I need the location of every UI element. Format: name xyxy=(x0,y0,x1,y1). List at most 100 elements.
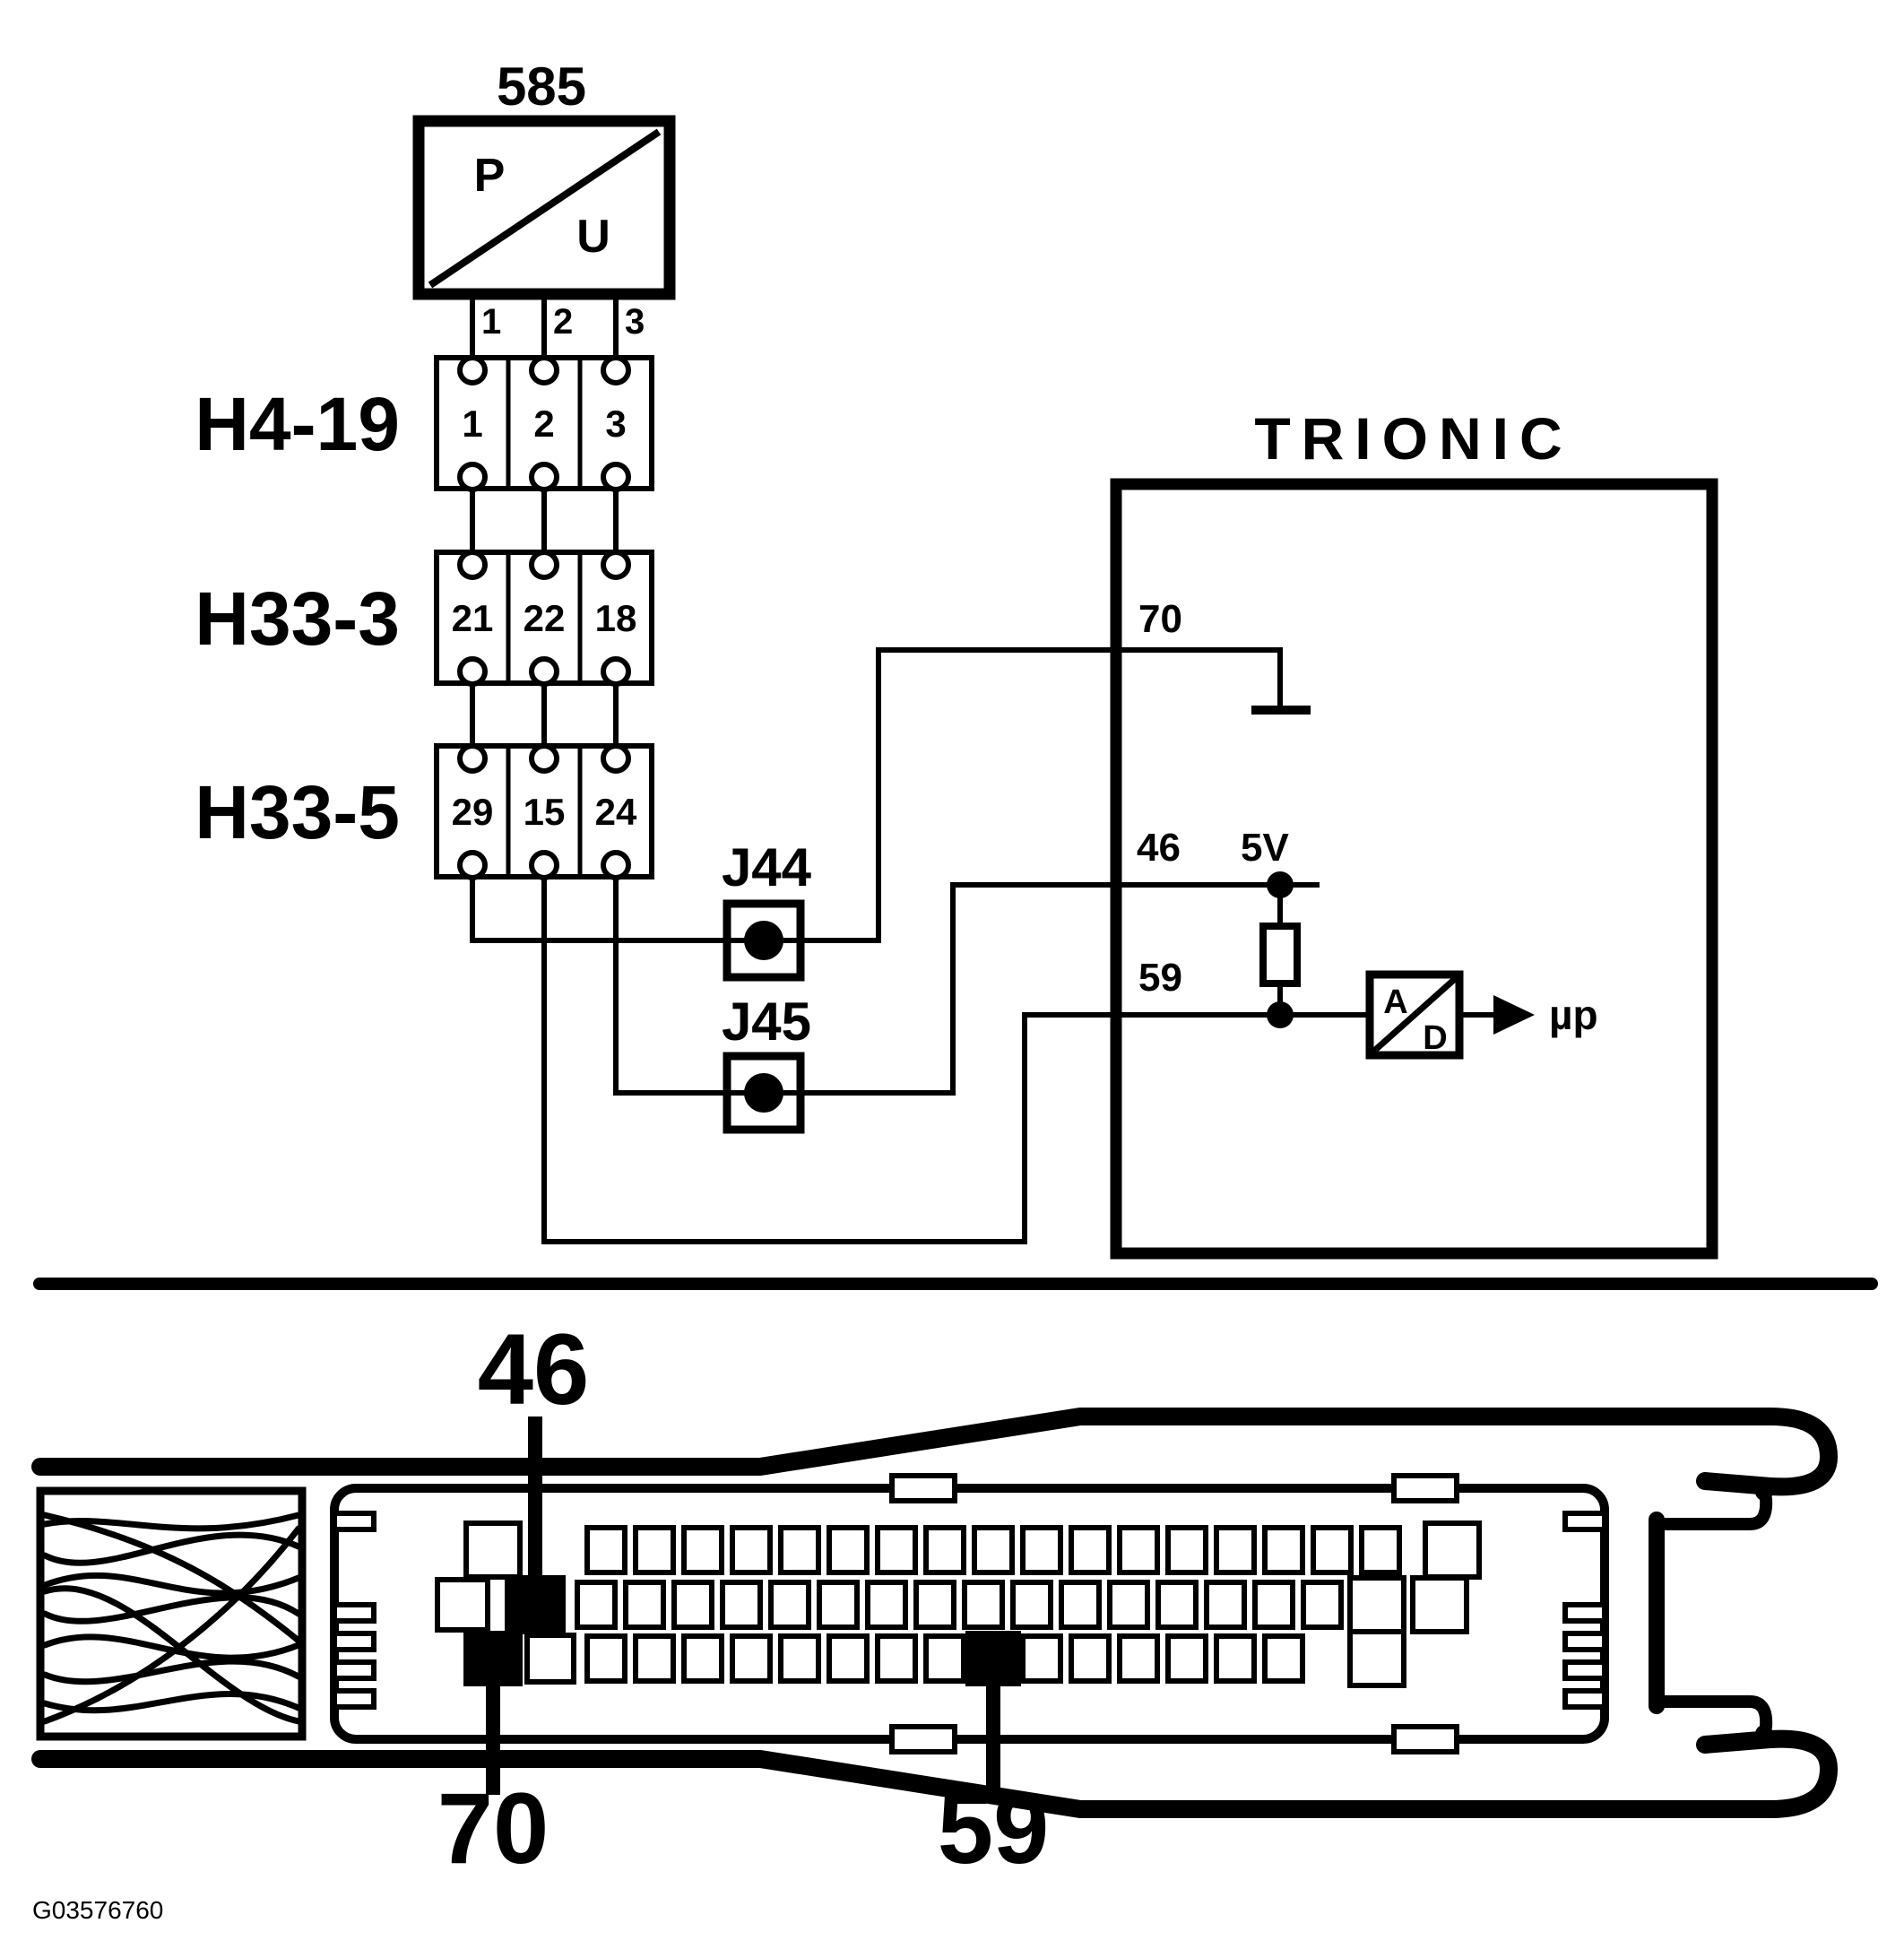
terminal-circle xyxy=(457,850,488,880)
housing-end-bracket xyxy=(1649,1483,1773,1743)
connector-pin-cavity xyxy=(1252,1580,1295,1630)
terminal-circle xyxy=(457,656,488,687)
connector-pin-cavity xyxy=(1423,1520,1482,1580)
sensor-stub-label-1: 1 xyxy=(481,302,501,342)
pressure-sensor-585: 585 P U 1 2 3 xyxy=(412,56,676,370)
junction-dot-icon xyxy=(1267,871,1294,898)
connector-pin-cavity xyxy=(463,1520,523,1580)
harness-strand xyxy=(41,1594,302,1624)
lock-tooth xyxy=(332,1688,376,1710)
connector-h4-19: H4-19 1 2 3 xyxy=(195,355,654,492)
sensor-diagonal xyxy=(428,128,662,289)
terminal-circle xyxy=(601,656,631,687)
route-signal-59 xyxy=(541,865,1116,1244)
adc-diagonal xyxy=(1371,975,1458,1054)
terminal-70-highlight xyxy=(463,1631,523,1686)
connector-pin-cavity xyxy=(623,1580,666,1630)
connector-pin-cavity xyxy=(778,1525,821,1575)
connector-pin-cavity xyxy=(1165,1633,1208,1684)
sensor-pressure-symbol: P xyxy=(474,150,506,202)
bracket-rivet-icon xyxy=(1755,1725,1773,1743)
connector-pin-cavity xyxy=(575,1580,618,1630)
pin-number: 1 xyxy=(462,403,482,445)
route-supply-46 xyxy=(613,865,1116,1096)
callout-46-label: 46 xyxy=(478,1313,590,1425)
harness-strand xyxy=(41,1658,302,1685)
lock-tooth xyxy=(332,1659,376,1681)
connector-pin-cavity xyxy=(681,1633,724,1684)
bracket-rivet-icon xyxy=(1755,1483,1773,1501)
sensor-stub-label-2: 2 xyxy=(553,302,573,342)
connector-pin-cavity xyxy=(1107,1580,1150,1630)
terminal-circle xyxy=(529,550,559,580)
lock-tooth xyxy=(1562,1602,1607,1624)
connector-pin-cavity xyxy=(720,1580,763,1630)
lock-tooth xyxy=(332,1631,376,1652)
terminal-circle xyxy=(601,743,631,774)
junction-j44-box xyxy=(723,899,805,982)
connector-pin-cavity xyxy=(1262,1633,1305,1684)
pin-number: 15 xyxy=(524,791,566,833)
sensor-stub-label-3: 3 xyxy=(625,302,645,342)
shell-outline-bottom xyxy=(31,1729,1838,1818)
connector-pin-cavity xyxy=(671,1580,714,1630)
terminal-circle xyxy=(457,355,488,386)
alignment-tab xyxy=(1391,1473,1459,1503)
lock-tooth xyxy=(1562,1631,1607,1652)
connector-pin-cavity xyxy=(681,1525,724,1575)
junction-j45: J45 xyxy=(722,992,811,1134)
ecu-pin-70-label: 70 xyxy=(1138,597,1182,641)
bracket-arm-bottom xyxy=(1650,1695,1773,1733)
connector-pin-cavity xyxy=(778,1633,821,1684)
pin-grid-row-1 xyxy=(463,1520,1482,1580)
connector-pin-cavity xyxy=(1020,1525,1063,1575)
connector-pin-cavity xyxy=(1204,1580,1247,1630)
harness-strand xyxy=(41,1512,302,1644)
lock-tooth xyxy=(1562,1511,1607,1532)
pin-number: 21 xyxy=(452,597,494,639)
connector-pin-cavity xyxy=(730,1525,773,1575)
lock-teeth-left xyxy=(332,1511,376,1710)
connector-pin-cavity xyxy=(827,1633,870,1684)
connector-pin-cavity xyxy=(972,1525,1015,1575)
connector-pin-cavity xyxy=(1020,1633,1063,1684)
connector-pin-cavity xyxy=(1117,1633,1160,1684)
shell-outline-top xyxy=(31,1408,1838,1496)
connector-pin-cavity xyxy=(1359,1525,1402,1575)
sensor-voltage-symbol: U xyxy=(576,211,610,263)
connector-h4-19-label: H4-19 xyxy=(195,382,400,466)
ecu-trionic: TRIONIC 70 46 5V 59 A D µp xyxy=(1110,405,1718,1260)
pin-number: 18 xyxy=(595,597,637,639)
pin-number: 24 xyxy=(595,791,637,833)
pin-number: 29 xyxy=(452,791,494,833)
sensor-id-label: 585 xyxy=(497,56,586,117)
ecu-pin-46-label: 46 xyxy=(1137,826,1181,870)
terminal-circle xyxy=(457,462,488,492)
connector-pin-cavity xyxy=(1347,1575,1406,1634)
microprocessor-label: µp xyxy=(1549,992,1598,1038)
wire-harness xyxy=(36,1486,307,1741)
lock-tooth xyxy=(332,1602,376,1624)
lock-tooth xyxy=(1562,1688,1607,1710)
connector-pin-cavity xyxy=(1117,1525,1160,1575)
connector-pin-cavity xyxy=(1155,1580,1199,1630)
connector-pin-cavity xyxy=(1311,1525,1354,1575)
junction-j45-label: J45 xyxy=(722,992,811,1052)
junction-dot-icon xyxy=(744,1073,783,1113)
pin-grid-row-3 xyxy=(524,1629,1406,1688)
alignment-tab xyxy=(1391,1724,1459,1754)
terminal-circle xyxy=(457,550,488,580)
harness-routes xyxy=(470,647,1116,1244)
connector-h33-5: H33-5 29 15 24 xyxy=(195,743,654,880)
alignment-tab xyxy=(889,1473,957,1503)
connector-pin-cavity xyxy=(913,1580,956,1630)
harness-strand xyxy=(41,1531,302,1566)
ecu-5v-label: 5V xyxy=(1241,826,1289,870)
lock-tooth xyxy=(332,1511,376,1532)
lock-teeth-right xyxy=(1562,1511,1607,1710)
connector-h33-3-label: H33-3 xyxy=(195,576,400,661)
terminal-circle xyxy=(601,850,631,880)
harness-strand xyxy=(41,1585,302,1725)
connector-pin-cavity xyxy=(817,1580,860,1630)
terminal-circle xyxy=(601,355,631,386)
